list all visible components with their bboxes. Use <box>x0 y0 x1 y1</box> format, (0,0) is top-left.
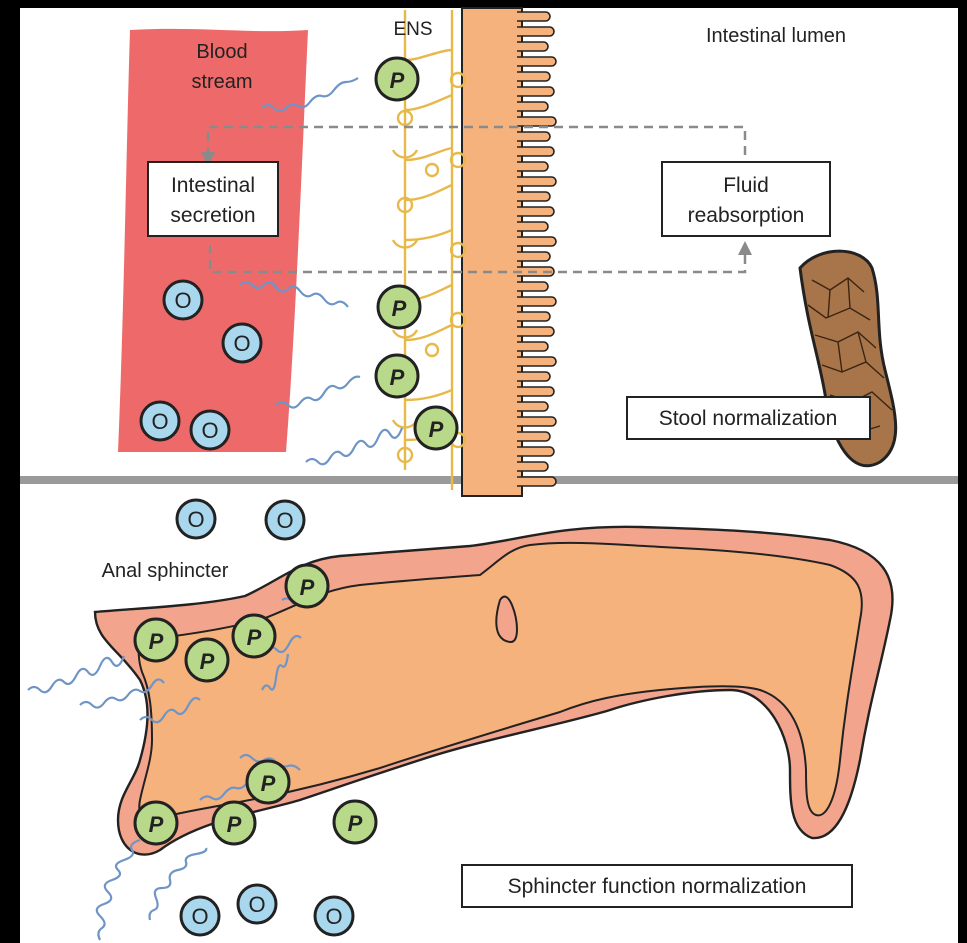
svg-text:O: O <box>201 418 218 443</box>
o-marker: O <box>141 402 179 440</box>
svg-text:O: O <box>325 904 342 929</box>
gut-wall <box>462 8 556 496</box>
o-marker: O <box>164 281 202 319</box>
svg-text:P: P <box>149 812 164 837</box>
p-marker: P <box>286 565 328 607</box>
svg-text:P: P <box>429 417 444 442</box>
o-marker: O <box>266 501 304 539</box>
p-marker: P <box>334 801 376 843</box>
p-marker: P <box>213 802 255 844</box>
svg-text:P: P <box>247 625 262 650</box>
svg-text:P: P <box>227 812 242 837</box>
o-marker: O <box>177 500 215 538</box>
o-marker: O <box>315 897 353 935</box>
sphincter-function-label: Sphincter function normalization <box>508 875 807 898</box>
svg-text:O: O <box>191 904 208 929</box>
p-marker: P <box>376 58 418 100</box>
stool-normalization-box: Stool normalization <box>627 397 870 439</box>
p-marker: P <box>415 407 457 449</box>
svg-text:O: O <box>187 507 204 532</box>
svg-text:O: O <box>233 331 250 356</box>
p-marker: P <box>186 639 228 681</box>
blood-stream-label-line2: stream <box>191 71 252 93</box>
svg-text:P: P <box>300 575 315 600</box>
svg-text:P: P <box>261 771 276 796</box>
p-marker: P <box>376 355 418 397</box>
o-marker: O <box>223 324 261 362</box>
sphincter-function-box: Sphincter function normalization <box>462 865 852 907</box>
svg-text:O: O <box>276 508 293 533</box>
svg-text:O: O <box>248 892 265 917</box>
svg-text:P: P <box>390 365 405 390</box>
intestinal-secretion-line1: Intestinal <box>171 174 255 197</box>
p-marker: P <box>135 802 177 844</box>
o-marker: O <box>238 885 276 923</box>
p-marker: P <box>233 615 275 657</box>
ens-label: ENS <box>393 19 432 40</box>
p-marker: P <box>135 619 177 661</box>
p-marker: P <box>378 286 420 328</box>
fluid-reabsorption-box: Fluid reabsorption <box>662 162 830 236</box>
o-marker: O <box>181 897 219 935</box>
svg-text:P: P <box>348 811 363 836</box>
blood-stream-label-line1: Blood <box>196 41 247 63</box>
intestinal-lumen-label: Intestinal lumen <box>706 25 846 47</box>
fluid-reabsorption-line2: reabsorption <box>688 204 805 227</box>
intestinal-secretion-box: Intestinal secretion <box>148 162 278 236</box>
svg-text:P: P <box>390 68 405 93</box>
fluid-reabsorption-line1: Fluid <box>723 174 769 197</box>
stool-normalization-label: Stool normalization <box>659 407 838 430</box>
svg-text:O: O <box>151 409 168 434</box>
anal-sphincter-label: Anal sphincter <box>102 560 229 582</box>
svg-text:P: P <box>200 649 215 674</box>
o-marker: O <box>191 411 229 449</box>
intestinal-secretion-line2: secretion <box>170 204 255 227</box>
p-marker: P <box>247 761 289 803</box>
svg-text:P: P <box>149 629 164 654</box>
svg-text:O: O <box>174 288 191 313</box>
svg-text:P: P <box>392 296 407 321</box>
